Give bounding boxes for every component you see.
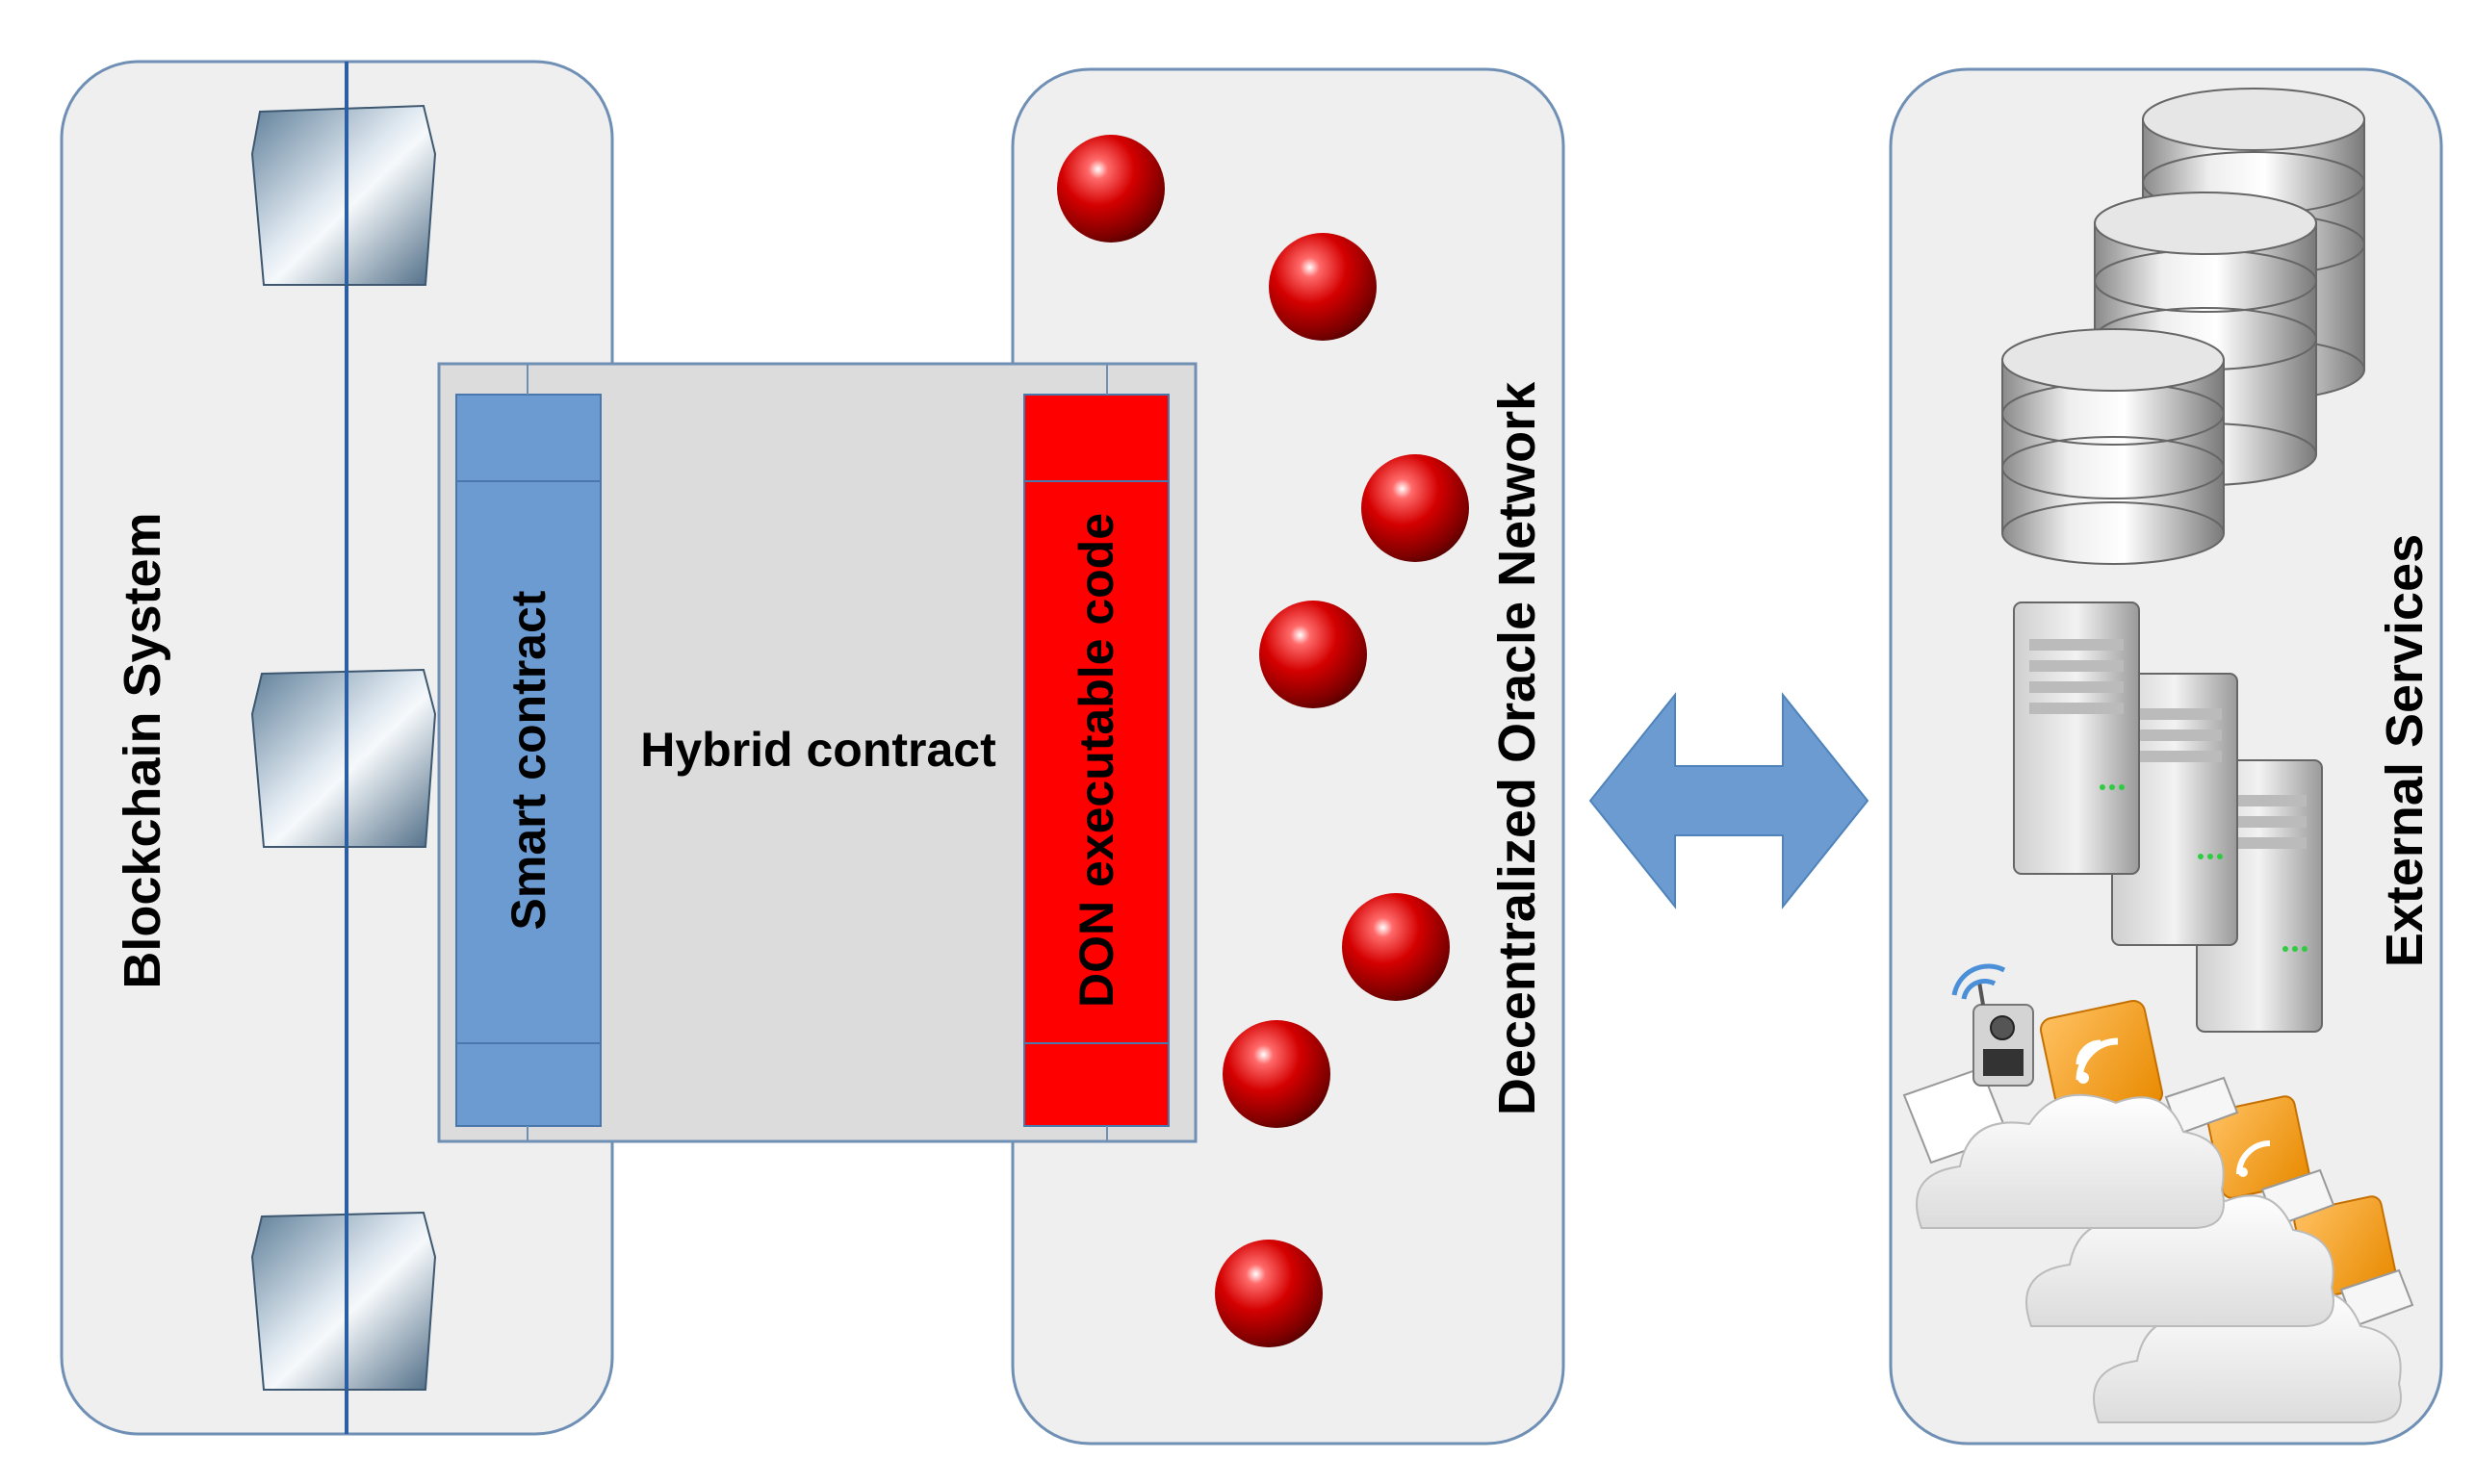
oracle-node-sphere	[1342, 893, 1450, 1001]
hybrid-contract-label: Hybrid contract	[640, 723, 996, 777]
database-icon	[2001, 88, 2365, 565]
oracle-node-sphere	[1057, 135, 1165, 243]
oracle-network-label: Decentralized Oracle Network	[1488, 381, 1546, 1115]
smart-contract-bar	[455, 364, 602, 1141]
oracle-node-sphere	[1269, 233, 1377, 341]
block-cube-bottom	[250, 1211, 437, 1391]
blockchain-system-label: Blockchain System	[114, 512, 171, 988]
smart-contract-label: Smart contract	[502, 590, 555, 930]
bidirectional-arrow-icon	[1588, 692, 1869, 909]
don-code-bar	[1023, 364, 1170, 1141]
oracle-node-sphere	[1223, 1020, 1330, 1128]
oracle-node-sphere	[1215, 1240, 1323, 1347]
block-cube-middle	[250, 668, 437, 848]
block-cube-top	[250, 104, 437, 286]
oracle-node-sphere	[1361, 454, 1469, 562]
don-code-label: DON executable code	[1070, 513, 1123, 1008]
cloud-feed-icon	[1902, 963, 2414, 1423]
oracle-node-sphere	[1259, 601, 1367, 708]
server-icon	[2013, 601, 2323, 1033]
external-services-label: External Services	[2376, 534, 2434, 967]
